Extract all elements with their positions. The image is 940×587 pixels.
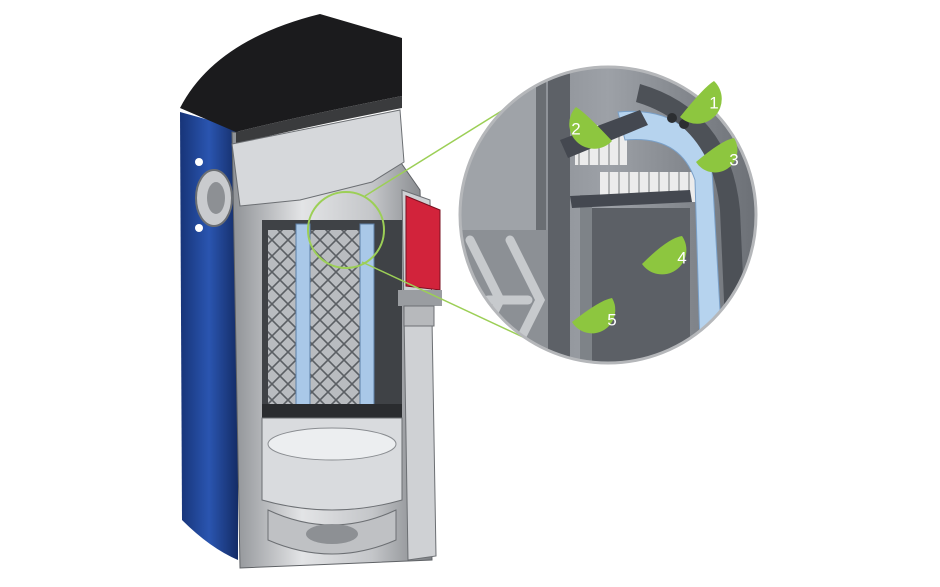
detail-oring — [679, 119, 689, 129]
callout-label: 1 — [709, 94, 718, 113]
filter-core-tube — [359, 223, 375, 415]
detail-end-plate-edge — [580, 195, 592, 363]
filter-core-tube — [295, 223, 311, 415]
inlet-port-bore — [207, 182, 225, 214]
callout-pointer — [569, 107, 612, 149]
detail-support-column — [548, 67, 570, 363]
callout-1: 1 — [680, 81, 722, 124]
callout-pointer — [572, 298, 616, 334]
differential-indicator — [405, 195, 441, 291]
callout-2: 2 — [569, 107, 612, 149]
callout-pointer — [696, 138, 738, 173]
filter-housing — [180, 14, 442, 569]
filter-end-cap — [262, 404, 402, 418]
callout-5: 5 — [572, 298, 617, 334]
blue-outer-shell — [180, 112, 238, 560]
housing-cap — [180, 14, 402, 132]
filter-element-inner-mesh — [310, 230, 364, 408]
callout-label: 3 — [729, 151, 738, 170]
callout-pointer — [680, 81, 722, 124]
detail-clamp — [570, 190, 692, 208]
indicator-stem — [398, 290, 442, 306]
detail-reference-circle — [307, 191, 385, 269]
detail-magnifier-rim — [458, 65, 758, 365]
drain-bowl-top — [267, 427, 397, 461]
detail-oring — [667, 113, 677, 123]
indicator-base — [403, 305, 435, 327]
mount-hole — [195, 224, 203, 232]
detail-housing-wall-edge — [536, 67, 546, 363]
callout-3: 3 — [696, 138, 739, 173]
drain-outlet-bore — [306, 524, 358, 544]
mount-hole — [195, 158, 203, 166]
cap-rim — [236, 96, 402, 144]
callout-pointer — [642, 236, 687, 275]
detail-end-plate — [590, 208, 690, 363]
callout-label: 2 — [571, 120, 580, 139]
head-internals — [231, 109, 405, 207]
callout-label: 4 — [677, 249, 686, 268]
callout-label: 5 — [607, 311, 616, 330]
callout-4: 4 — [642, 236, 687, 275]
